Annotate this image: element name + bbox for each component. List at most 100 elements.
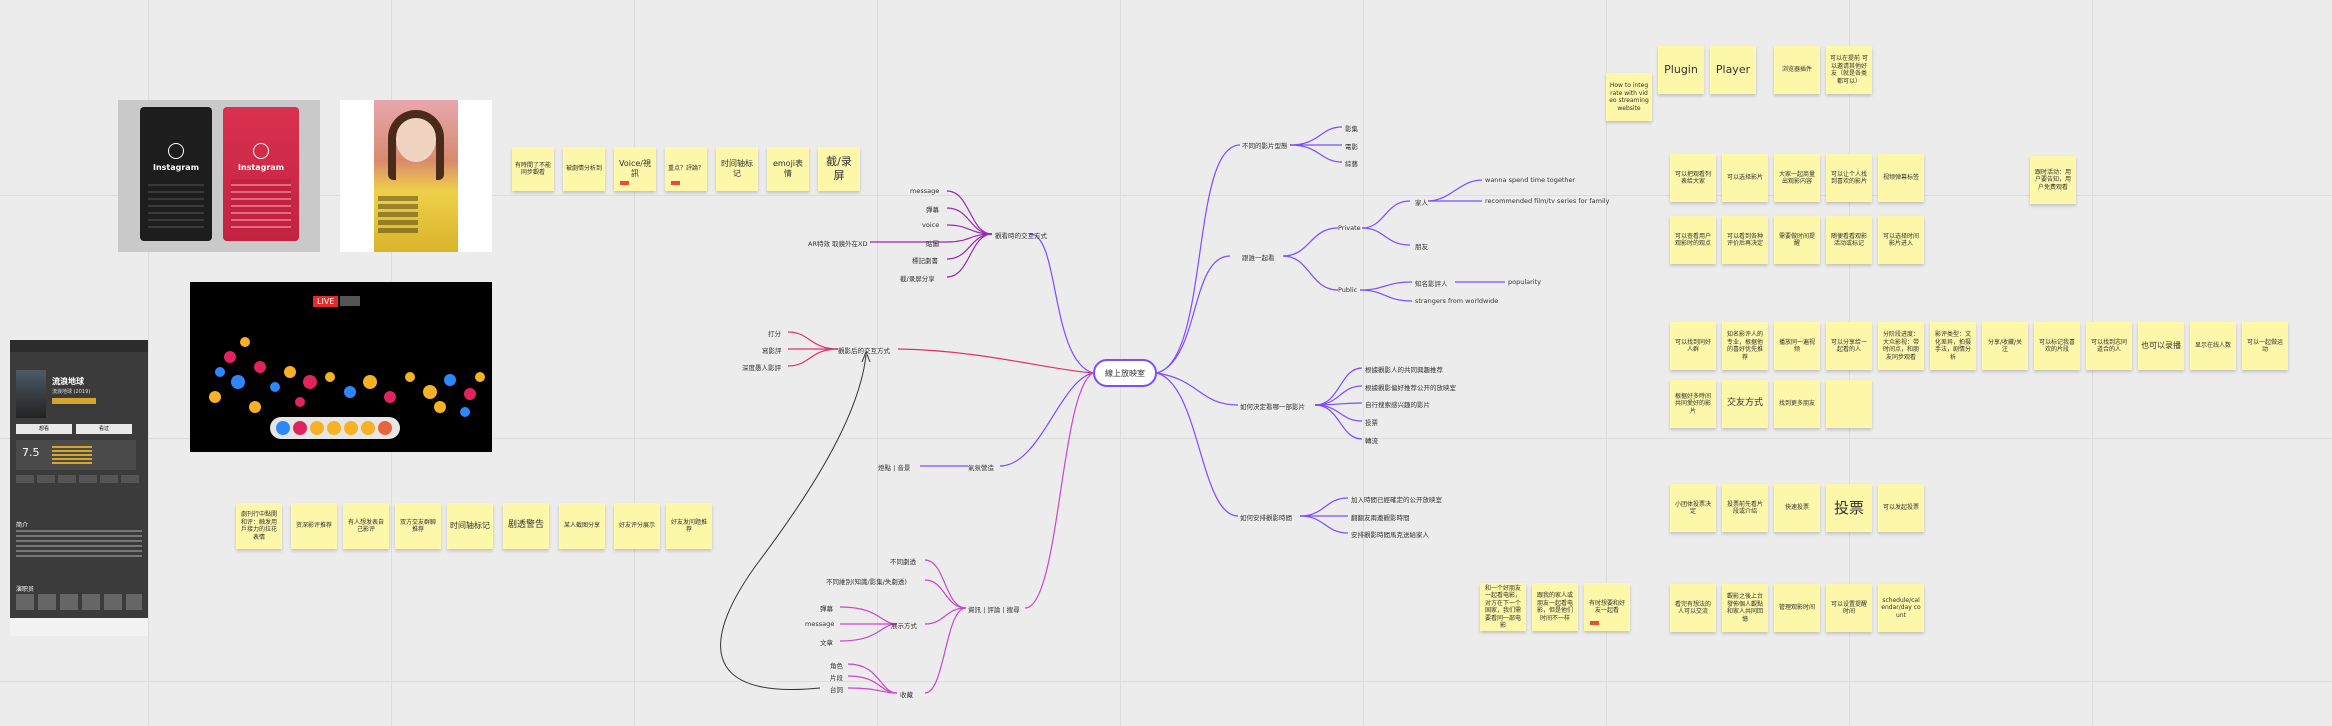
- leaf-b1-1: 電影: [1345, 143, 1358, 151]
- branch-b2[interactable]: 觀看時的交互方式: [995, 232, 1047, 240]
- intro-heading: 简介: [16, 522, 29, 529]
- sticky-row1-0[interactable]: 有時間了不能同步觀看: [512, 147, 554, 191]
- link-b5: [1156, 372, 1239, 406]
- rating-bars: [52, 446, 92, 466]
- link-b7: [999, 372, 1094, 467]
- sticky-a-7[interactable]: 需要做时间提醒: [1774, 216, 1820, 264]
- comment-bar[interactable]: [10, 618, 148, 636]
- sticky-a-0[interactable]: 可以把观看列表给大家: [1670, 154, 1716, 202]
- b2-extra: AR特效 取鏡外在XD: [808, 240, 868, 248]
- sticky-b-7[interactable]: 可以标记我喜欢的片段: [2034, 322, 2080, 370]
- branch-b3[interactable]: 觀影后的交互方式: [838, 347, 890, 355]
- leaf-b5-3: 投票: [1365, 419, 1378, 427]
- sticky-browser-plugin[interactable]: 浏览器插件: [1774, 46, 1820, 94]
- sticky-row2-7[interactable]: 好友评分展示: [614, 503, 660, 549]
- sticky-b-8[interactable]: 可以找到志同道合的人: [2086, 322, 2132, 370]
- branch-b6[interactable]: 如何安排觀影時間: [1240, 514, 1292, 522]
- sticky-c-2[interactable]: 找到更多朋友: [1774, 380, 1820, 428]
- sticky-row2-3[interactable]: 双方交友群聊推荐: [395, 503, 441, 549]
- sticky-b-6[interactable]: 分享/收藏/关注: [1982, 322, 2028, 370]
- branch-b5[interactable]: 如何決定看哪一部影片: [1240, 403, 1305, 411]
- want-button[interactable]: 想看: [16, 424, 72, 434]
- branch-b4[interactable]: 跟誰一起看: [1242, 254, 1275, 262]
- sticky-e-4[interactable]: schedule/calendar/day count: [1878, 584, 1924, 632]
- sticky-text: 重点？評論？: [668, 165, 705, 173]
- branch-b1[interactable]: 不同的影片型態: [1242, 142, 1288, 150]
- sticky-b-3[interactable]: 可以分享给一起看的人: [1826, 322, 1872, 370]
- sticky-row1-6[interactable]: 截/录屏: [818, 147, 860, 191]
- chat-overlay: [378, 196, 418, 236]
- branch-b8[interactable]: 資訊 | 評論 | 搜尋: [968, 606, 1020, 614]
- sticky-row1-1[interactable]: 被劇情分析到: [563, 147, 605, 191]
- sticky-c-3[interactable]: [1826, 380, 1872, 428]
- sticky-row2-6[interactable]: 某人截图分享: [559, 503, 605, 549]
- sticky-integrate[interactable]: How to integrate with video streaming we…: [1606, 73, 1652, 121]
- b8-collect-2: 台詞: [830, 686, 843, 694]
- sticky-row2-4[interactable]: 时间轴标记: [447, 503, 493, 549]
- sticky-a-6[interactable]: 可以看到各种评价后再决定: [1722, 216, 1768, 264]
- mindmap-root[interactable]: 線上放映室: [1093, 359, 1157, 387]
- sticky-plugin[interactable]: Plugin: [1658, 46, 1704, 94]
- sticky-b-5[interactable]: 影评类型：文化差异，拍摄手法，剧情分析: [1930, 322, 1976, 370]
- b4-private: Private: [1338, 224, 1361, 232]
- sticky-row1-2[interactable]: Voice/視訊: [614, 147, 656, 191]
- sticky-row2-1[interactable]: 资深影评推荐: [291, 503, 337, 549]
- sticky-e-1[interactable]: 觀影之後上台發佈個人觀點和家人共同回憶: [1722, 584, 1768, 632]
- insta-title-dark: Instagram: [152, 163, 200, 172]
- sticky-a-9[interactable]: 可以选择时间影片进入: [1878, 216, 1924, 264]
- sticky-row2-2[interactable]: 有人想发表自己影评: [343, 503, 389, 549]
- intro-text: [16, 530, 142, 558]
- sticky-c-1[interactable]: 交友方式: [1722, 380, 1768, 428]
- sticky-row2-8[interactable]: 好友发问题推荐: [666, 503, 712, 549]
- seen-button[interactable]: 看过: [76, 424, 132, 434]
- sticky-bottom-1[interactable]: 跟我的家人或朋友一起看电影，但是他们时间不一样: [1532, 583, 1578, 631]
- sticky-a-8[interactable]: 随便看看观影活动或标记: [1826, 216, 1872, 264]
- sticky-d-2[interactable]: 快速投票: [1774, 484, 1820, 532]
- b8-collect-0: 角色: [830, 662, 843, 670]
- sticky-d-3[interactable]: 投票: [1826, 484, 1872, 532]
- sticky-e-3[interactable]: 可以设置提醒时间: [1826, 584, 1872, 632]
- sticky-row1-5[interactable]: emoji表情: [767, 147, 809, 191]
- sticky-row2-5[interactable]: 剧透警告: [503, 503, 549, 549]
- sticky-invite[interactable]: 可以在提前 可以邀请其他好友（就是各类都可以）: [1826, 46, 1872, 94]
- sticky-d-0[interactable]: 小团体投票决定: [1670, 484, 1716, 532]
- sticky-a-2[interactable]: 大家一起商量出观影内容: [1774, 154, 1820, 202]
- sticky-player[interactable]: Player: [1710, 46, 1756, 94]
- sticky-a-4[interactable]: 视频弹幕标签: [1878, 154, 1924, 202]
- sticky-row1-3[interactable]: 重点？評論？: [665, 147, 707, 191]
- sticky-bottom-2[interactable]: 有时想要和好友一起看: [1584, 583, 1630, 631]
- leaf-b3-1: 寫影評: [762, 347, 782, 355]
- sticky-bottom-0[interactable]: 和一个好朋友一起看电影，对方在下一个国家，我们需要看同一部电影: [1480, 583, 1526, 631]
- sticky-d-1[interactable]: 投票前先看片段或介绍: [1722, 484, 1768, 532]
- sticky-b-2[interactable]: 播放同一遍视频: [1774, 322, 1820, 370]
- branch-b7[interactable]: 氣氛營造: [968, 464, 994, 472]
- b7-extra: 燈點 | 音景: [878, 464, 911, 472]
- link-b8: [1024, 372, 1094, 609]
- manual-arrow: [720, 354, 867, 690]
- leaf-b5-2: 自行搜索感兴趣的影片: [1365, 401, 1430, 409]
- sticky-b-11[interactable]: 可以一起做运动: [2242, 322, 2288, 370]
- sticky-a-5[interactable]: 可以查看用户观影时的观点: [1670, 216, 1716, 264]
- sticky-row2-0[interactable]: 劇刊行中點開和评：触发用戶接力的拉花表情: [236, 503, 282, 549]
- sticky-row1-4[interactable]: 时间轴标记: [716, 147, 758, 191]
- sticky-b-4[interactable]: 分阶段进度：大众影视：带时间点，和朋友同步观看: [1878, 322, 1924, 370]
- sticky-c-0[interactable]: 根据好多時间共同愛好的影片: [1670, 380, 1716, 428]
- sticky-a-3[interactable]: 可以让个人找到喜欢的影片: [1826, 154, 1872, 202]
- sticky-e-2[interactable]: 管理观影时间: [1774, 584, 1820, 632]
- sticky-e-0[interactable]: 看完有想法的人可以交流: [1670, 584, 1716, 632]
- phone-red: Instagram: [223, 107, 299, 241]
- sticky-b-10[interactable]: 显示在线人数: [2190, 322, 2236, 370]
- sticky-b-1[interactable]: 知名影评人的专业，根据他的喜好优先推荐: [1722, 322, 1768, 370]
- b4-strangers: strangers from worldwide: [1415, 297, 1499, 305]
- leaf-b8-0: 不同劇透: [890, 558, 916, 566]
- sticky-a-1[interactable]: 可以选择影片: [1722, 154, 1768, 202]
- sticky-d-4[interactable]: 可以发起投票: [1878, 484, 1924, 532]
- sticky-text: 有时想要和好友一起看: [1588, 599, 1625, 615]
- b4-family: 家人: [1415, 199, 1428, 207]
- play-icon: [253, 143, 269, 159]
- movie-app-screen: 流浪地球 流浪地球 (2019) 想看 看过 7.5 简介 演职员: [10, 340, 148, 636]
- sticky-activity[interactable]: 跟时活动：用户要告知，用户免费观看: [2030, 156, 2076, 204]
- sticky-b-0[interactable]: 可以找到同好人群: [1670, 322, 1716, 370]
- sticky-b-9[interactable]: 也可以录播: [2138, 322, 2184, 370]
